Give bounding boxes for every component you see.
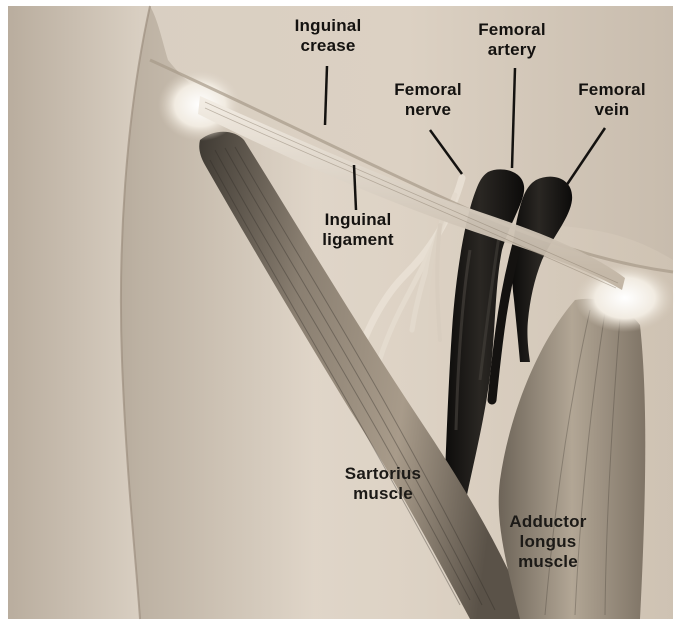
label-femoral-vein-line1: Femoral	[562, 80, 662, 100]
label-femoral-vein-line2: vein	[562, 100, 662, 120]
label-femoral-artery-line2: artery	[462, 40, 562, 60]
label-adductor-line2: longus	[498, 532, 598, 552]
label-adductor-line1: Adductor	[498, 512, 598, 532]
label-adductor-longus-muscle: Adductor longus muscle	[498, 512, 598, 572]
label-inguinal-crease-line2: crease	[278, 36, 378, 56]
label-sartorius-muscle-line1: Sartorius	[333, 464, 433, 484]
label-inguinal-ligament-line1: Inguinal	[308, 210, 408, 230]
label-femoral-nerve: Femoral nerve	[378, 80, 478, 120]
label-inguinal-crease: Inguinal crease	[278, 16, 378, 56]
label-femoral-vein: Femoral vein	[562, 80, 662, 120]
pubic-tendon	[575, 264, 675, 332]
label-sartorius-muscle-line2: muscle	[333, 484, 433, 504]
label-femoral-artery: Femoral artery	[462, 20, 562, 60]
label-inguinal-crease-line1: Inguinal	[278, 16, 378, 36]
label-femoral-artery-line1: Femoral	[462, 20, 562, 40]
label-femoral-nerve-line2: nerve	[378, 100, 478, 120]
label-adductor-line3: muscle	[498, 552, 598, 572]
label-inguinal-ligament: Inguinal ligament	[308, 210, 408, 250]
label-femoral-nerve-line1: Femoral	[378, 80, 478, 100]
label-sartorius-muscle: Sartorius muscle	[333, 464, 433, 504]
label-inguinal-ligament-line2: ligament	[308, 230, 408, 250]
